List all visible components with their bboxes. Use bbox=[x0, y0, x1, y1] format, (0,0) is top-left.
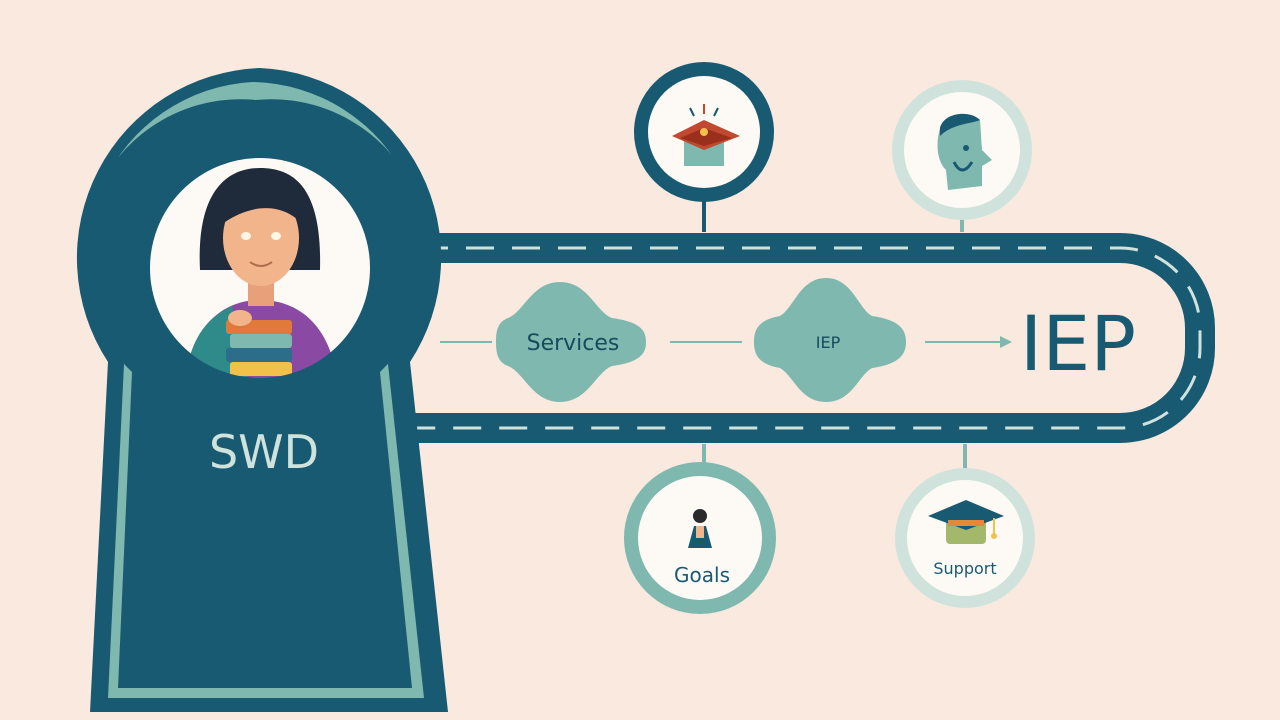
goals-label: Goals bbox=[674, 563, 730, 587]
graduation-cap-icon-bottom bbox=[928, 500, 1004, 544]
services-label: Services bbox=[527, 331, 620, 356]
node-top-left bbox=[634, 62, 774, 202]
node-bottom-right: Support bbox=[895, 468, 1035, 608]
head-profile-icon bbox=[937, 113, 992, 190]
keyhole-label: SWD bbox=[209, 425, 319, 479]
support-label: Support bbox=[933, 559, 996, 578]
node-bottom-left: Goals bbox=[624, 462, 776, 614]
road-dashes bbox=[360, 246, 1202, 430]
person-icon bbox=[688, 509, 712, 548]
graduation-cap-icon bbox=[672, 104, 740, 166]
avatar-ring bbox=[146, 154, 374, 382]
iep-small-label: IEP bbox=[816, 333, 841, 352]
road-track bbox=[360, 233, 1215, 443]
node-top-right bbox=[892, 80, 1032, 220]
flow-arrow-3 bbox=[925, 336, 1012, 348]
iep-small-shape: IEP bbox=[754, 278, 906, 402]
services-shape: Services bbox=[496, 282, 646, 402]
destination-label: IEP bbox=[1020, 299, 1136, 388]
services-blob bbox=[496, 282, 646, 402]
iep-small-blob bbox=[754, 278, 906, 402]
